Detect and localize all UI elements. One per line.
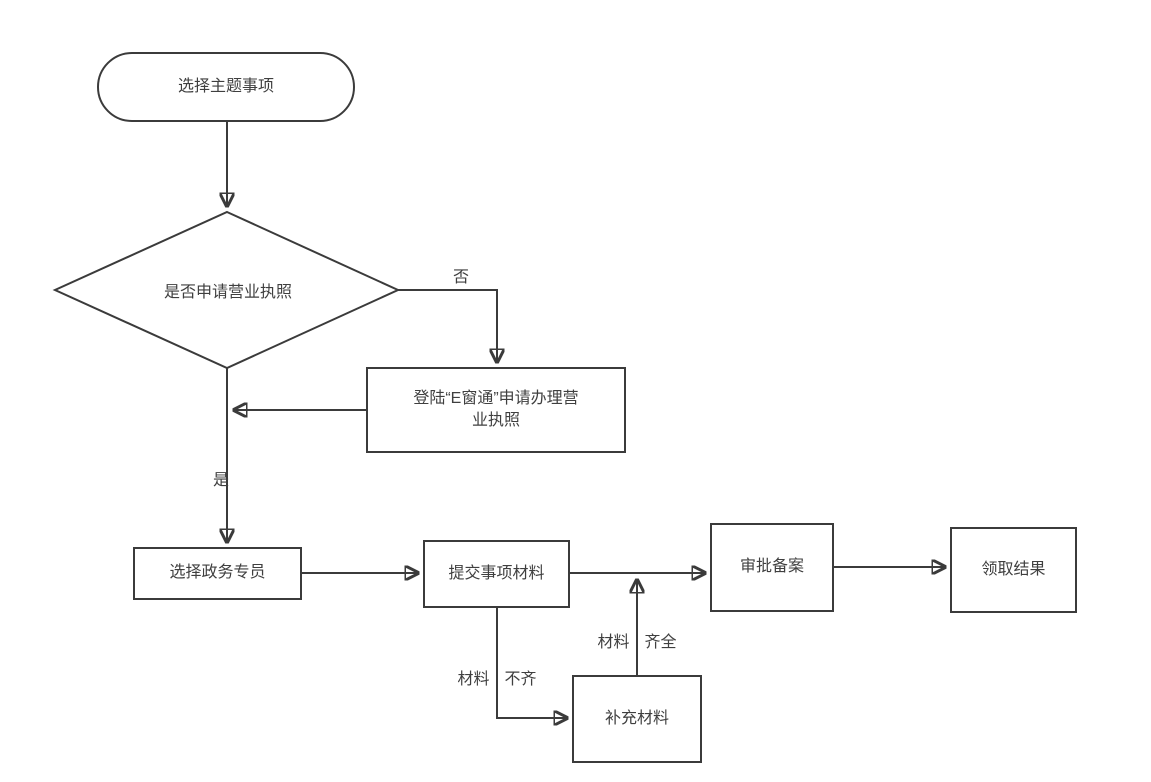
approval-node: 审批备案 [710, 523, 834, 612]
edge-submit-to-supplement [496, 608, 567, 718]
edge-label-no: 否 [452, 269, 470, 286]
edge-decision-no [398, 289, 497, 362]
result-node-label: 领取结果 [981, 560, 1046, 578]
start-node: 选择主题事项 [97, 52, 355, 122]
start-node-label: 选择主题事项 [177, 77, 274, 95]
edge-label-yes: 是 [212, 472, 230, 489]
edge-label-materials-incomplete: 材料 不齐 [457, 671, 537, 688]
specialist-node: 选择政务专员 [133, 547, 302, 600]
supplement-node-label: 补充材料 [604, 709, 669, 727]
ewindow-node-label: 登陆“E窗通”申请办理营 业执照 [413, 389, 579, 429]
approval-node-label: 审批备案 [739, 558, 804, 576]
edge-label-materials-complete: 材料 齐全 [597, 634, 677, 651]
specialist-node-label: 选择政务专员 [169, 564, 266, 582]
submit-node: 提交事项材料 [423, 540, 570, 608]
decision-node-label: 是否申请营业执照 [163, 284, 293, 301]
supplement-node: 补充材料 [572, 675, 702, 763]
result-node: 领取结果 [950, 527, 1077, 613]
ewindow-node: 登陆“E窗通”申请办理营 业执照 [366, 367, 626, 453]
submit-node-label: 提交事项材料 [448, 564, 545, 582]
